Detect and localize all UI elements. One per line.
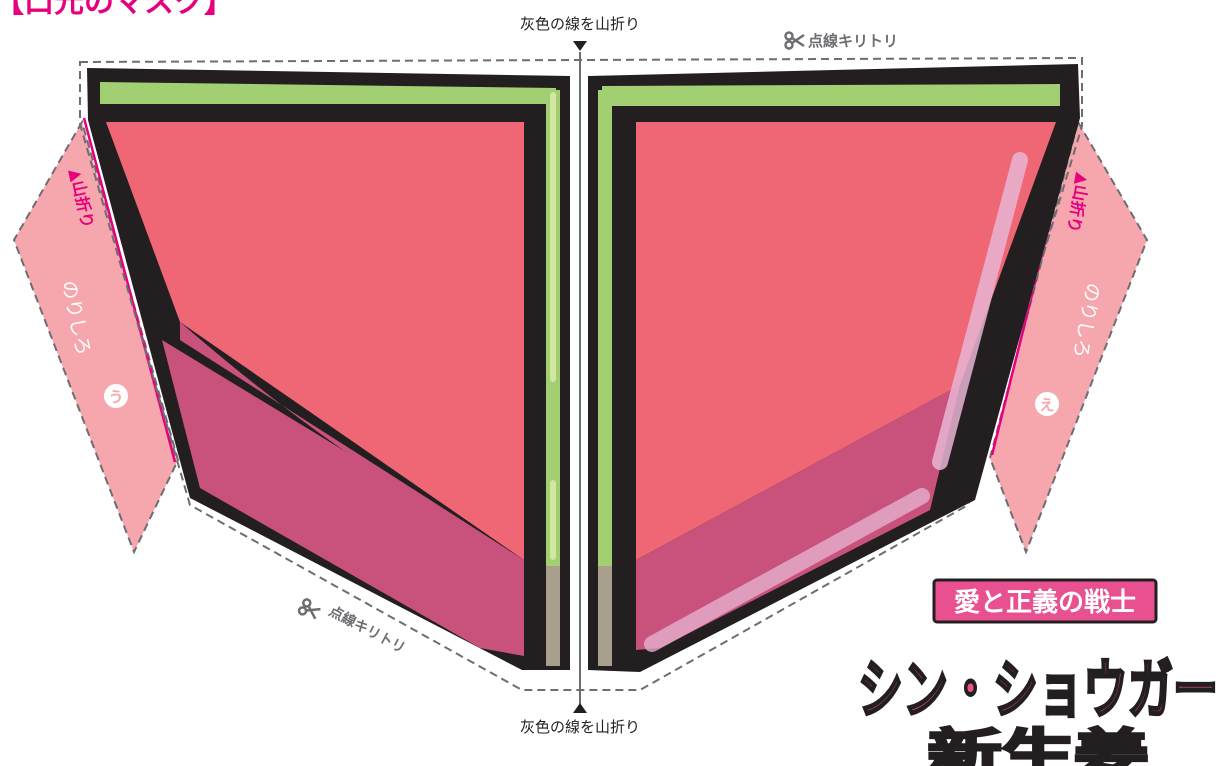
- scissors-icon: [784, 31, 805, 50]
- logo-title: シン・ショウガー: [858, 654, 1218, 728]
- logo-banner: [932, 578, 1158, 624]
- triangle-up-icon: [573, 703, 587, 713]
- logo-banner-text: 愛と正義の戦士: [954, 588, 1136, 618]
- fold-line-left: [82, 117, 177, 463]
- triangle-down-icon: [573, 41, 587, 51]
- mask-right-half: [588, 64, 1080, 672]
- mask-left-half: [87, 68, 570, 670]
- logo: 愛と正義の戦士 シン・ショウガー 新生姜: [857, 578, 1220, 766]
- fold-instruction-top: 灰色の線を山折り: [520, 15, 640, 33]
- scissors-icon: [297, 598, 321, 620]
- badge-right: [1035, 392, 1059, 416]
- badge-left-text: う: [108, 388, 123, 406]
- cut-instruction-top: 点線キリトリ: [808, 32, 898, 50]
- logo-subtitle: 新生姜: [928, 725, 1148, 766]
- badge-right-text: え: [1039, 396, 1054, 414]
- cut-outline: [79, 56, 1083, 691]
- glue-tab-right: [988, 119, 1149, 555]
- page-title: 【口元のマスク】: [0, 0, 234, 20]
- badge-left: [104, 384, 128, 408]
- cut-instruction-left: 点線キリトリ: [326, 603, 408, 657]
- glue-tab-left: [12, 119, 180, 555]
- fold-instruction-bottom: 灰色の線を山折り: [520, 718, 640, 736]
